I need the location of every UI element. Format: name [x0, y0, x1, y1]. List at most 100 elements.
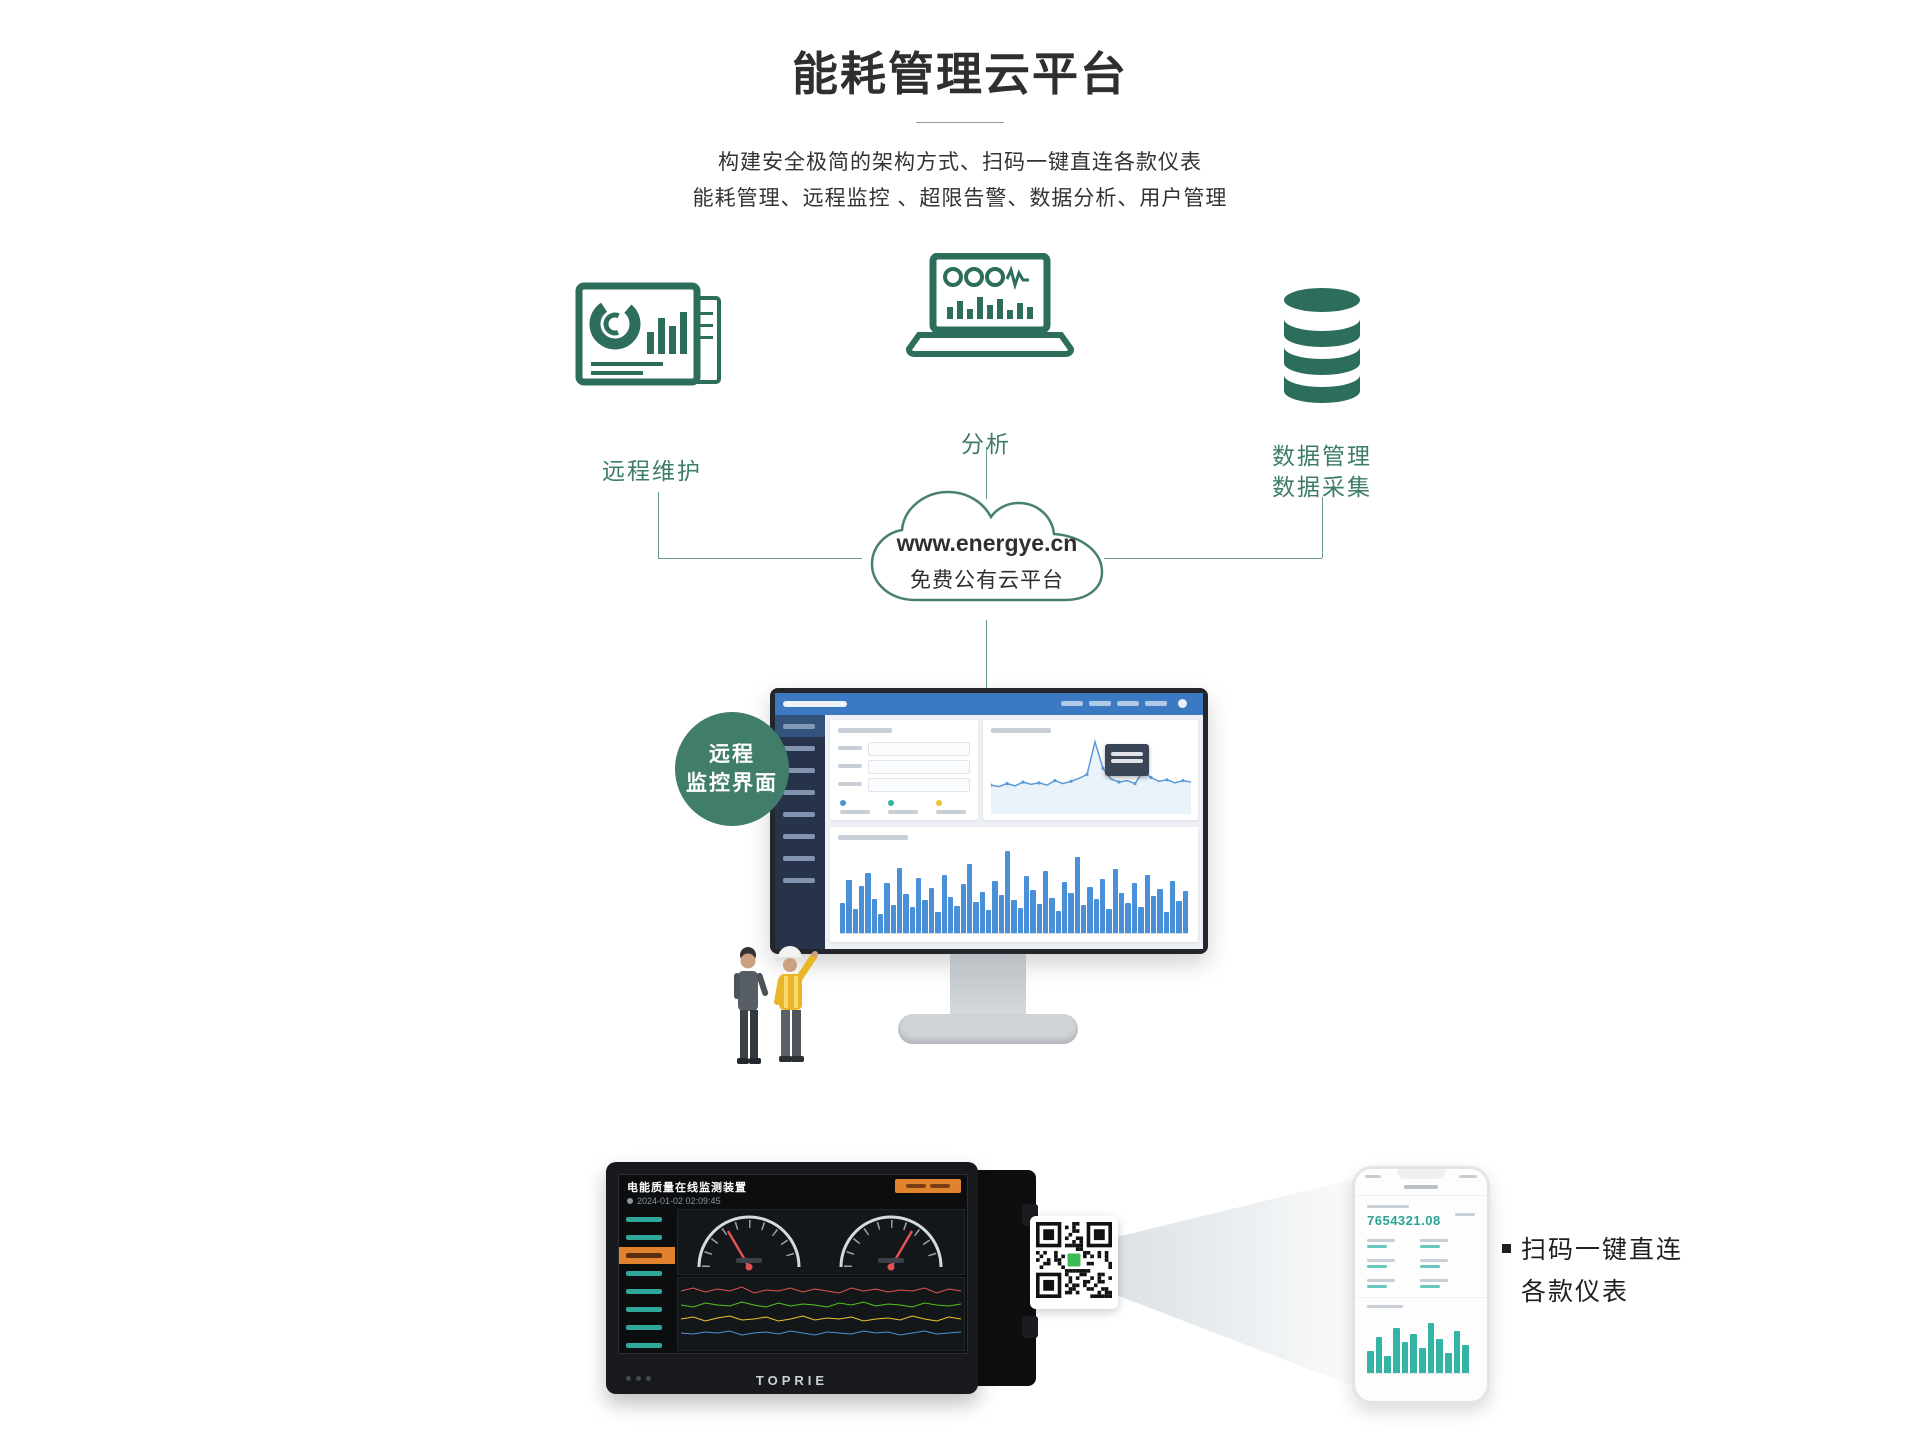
- device-menu-item-skeleton: [619, 1211, 675, 1228]
- bar: [909, 907, 916, 933]
- bar: [1169, 880, 1176, 933]
- phone-stat-cell-skeleton: [1420, 1255, 1469, 1271]
- bar: [1401, 1342, 1409, 1373]
- legend-dot-yellow: [936, 800, 942, 806]
- panel-title-skeleton: [991, 728, 1051, 733]
- device-menu: [619, 1211, 675, 1353]
- cloud-outline-icon: [870, 490, 1104, 602]
- input-skeleton: [868, 742, 970, 756]
- energy-bar-chart: [840, 847, 1188, 934]
- divider: [1355, 1195, 1487, 1196]
- legend-dot-teal: [888, 800, 894, 806]
- bar: [1375, 1336, 1383, 1373]
- bar: [1163, 912, 1169, 933]
- bar: [1445, 1353, 1452, 1373]
- phone-stat-cell-skeleton: [1367, 1275, 1416, 1291]
- bar: [871, 898, 878, 933]
- bar: [992, 881, 998, 933]
- trend-line-chart: [991, 738, 1191, 814]
- bar: [1036, 903, 1042, 933]
- feature-remote-label: 远程维护: [602, 458, 702, 484]
- bar: [985, 909, 992, 933]
- bar: [884, 883, 890, 933]
- bar: [954, 906, 960, 933]
- status-time-skeleton: [1365, 1175, 1381, 1178]
- bar: [1410, 1333, 1418, 1373]
- dashboard-trend-panel: [983, 720, 1198, 820]
- gauge-right: [839, 1215, 943, 1271]
- scan-caption-line-2: 各款仪表: [1521, 1278, 1630, 1306]
- dashboard-screenshot: [775, 693, 1203, 949]
- phone-stat-cell-skeleton: [1367, 1255, 1416, 1271]
- bar: [878, 914, 884, 933]
- bar: [941, 874, 947, 933]
- sidebar-item-skeleton: [775, 715, 825, 737]
- panel-title-skeleton: [838, 835, 908, 840]
- dashboard-user-avatar: [1178, 699, 1187, 708]
- bar: [947, 896, 954, 933]
- connector-cloud-monitor: [986, 620, 987, 692]
- device-screen-title: 电能质量在线监测装置: [627, 1182, 747, 1194]
- bar: [1144, 875, 1150, 933]
- page-title: 能耗管理云平台: [792, 48, 1128, 100]
- bar: [973, 902, 979, 933]
- bar: [979, 891, 985, 933]
- bar: [1049, 897, 1055, 933]
- bar: [1453, 1331, 1461, 1373]
- bar: [1436, 1339, 1444, 1373]
- device-menu-item-skeleton: [619, 1229, 675, 1246]
- bar: [1017, 908, 1023, 933]
- dashboard-topbar: [775, 693, 1203, 715]
- bar: [1138, 907, 1144, 933]
- bar: [916, 877, 922, 933]
- cloud-caption: 免费公有云平台: [910, 569, 1064, 592]
- bar: [1393, 1328, 1400, 1373]
- led-indicator: [626, 1376, 631, 1381]
- bar: [903, 894, 909, 933]
- device-time-value: 2024-01-02 02:09:45: [637, 1196, 721, 1206]
- input-skeleton: [868, 778, 970, 792]
- gauge-left: [697, 1215, 801, 1271]
- device-menu-item-skeleton: [619, 1247, 675, 1264]
- bar: [998, 895, 1004, 933]
- connector-left-vertical: [658, 492, 659, 558]
- cloud-url: www.energye.cn: [896, 530, 1078, 556]
- bar: [1176, 901, 1182, 933]
- bar: [859, 885, 865, 933]
- bar: [840, 902, 846, 933]
- legend-value-skeleton: [840, 810, 870, 814]
- dashboard-nav-item: [1061, 701, 1083, 706]
- bar: [1055, 910, 1062, 933]
- device-brand: TOPRIE: [755, 1373, 829, 1388]
- bar: [1100, 878, 1106, 933]
- panel-title-skeleton: [838, 728, 892, 733]
- field-label-skeleton: [838, 782, 862, 786]
- bar: [852, 908, 859, 933]
- bar: [1427, 1322, 1435, 1373]
- connector-middle-vertical: [986, 447, 987, 499]
- bar: [922, 900, 928, 933]
- subtitle-line-2: 能耗管理、远程监控 、超限告警、数据分析、用户管理: [692, 187, 1228, 210]
- feature-data-label-2: 数据采集: [1272, 474, 1372, 500]
- device-waveform-panel: [677, 1277, 965, 1351]
- bar: [1419, 1347, 1426, 1373]
- dashboard-logo: [783, 701, 847, 707]
- phone-kwh-value: 7654321.08: [1367, 1213, 1441, 1228]
- bar: [1384, 1356, 1392, 1373]
- bar: [1043, 871, 1049, 933]
- phone-notch: [1397, 1169, 1445, 1179]
- bar: [897, 867, 903, 933]
- badge-line-1: 远程: [709, 742, 755, 766]
- bar: [1023, 876, 1030, 933]
- bar: [890, 904, 897, 933]
- waveform-chart: [681, 1286, 961, 1336]
- chart-tooltip: [1105, 744, 1149, 776]
- scan-caption-row: 扫码一键直连: [1502, 1230, 1683, 1266]
- legend-value-skeleton: [888, 810, 918, 814]
- device-menu-item-skeleton: [619, 1265, 675, 1282]
- dashboard-bar-panel: [830, 827, 1198, 942]
- dashboard-nav-item: [1089, 701, 1111, 706]
- clock-icon: [627, 1198, 633, 1204]
- title-divider: [916, 122, 1004, 123]
